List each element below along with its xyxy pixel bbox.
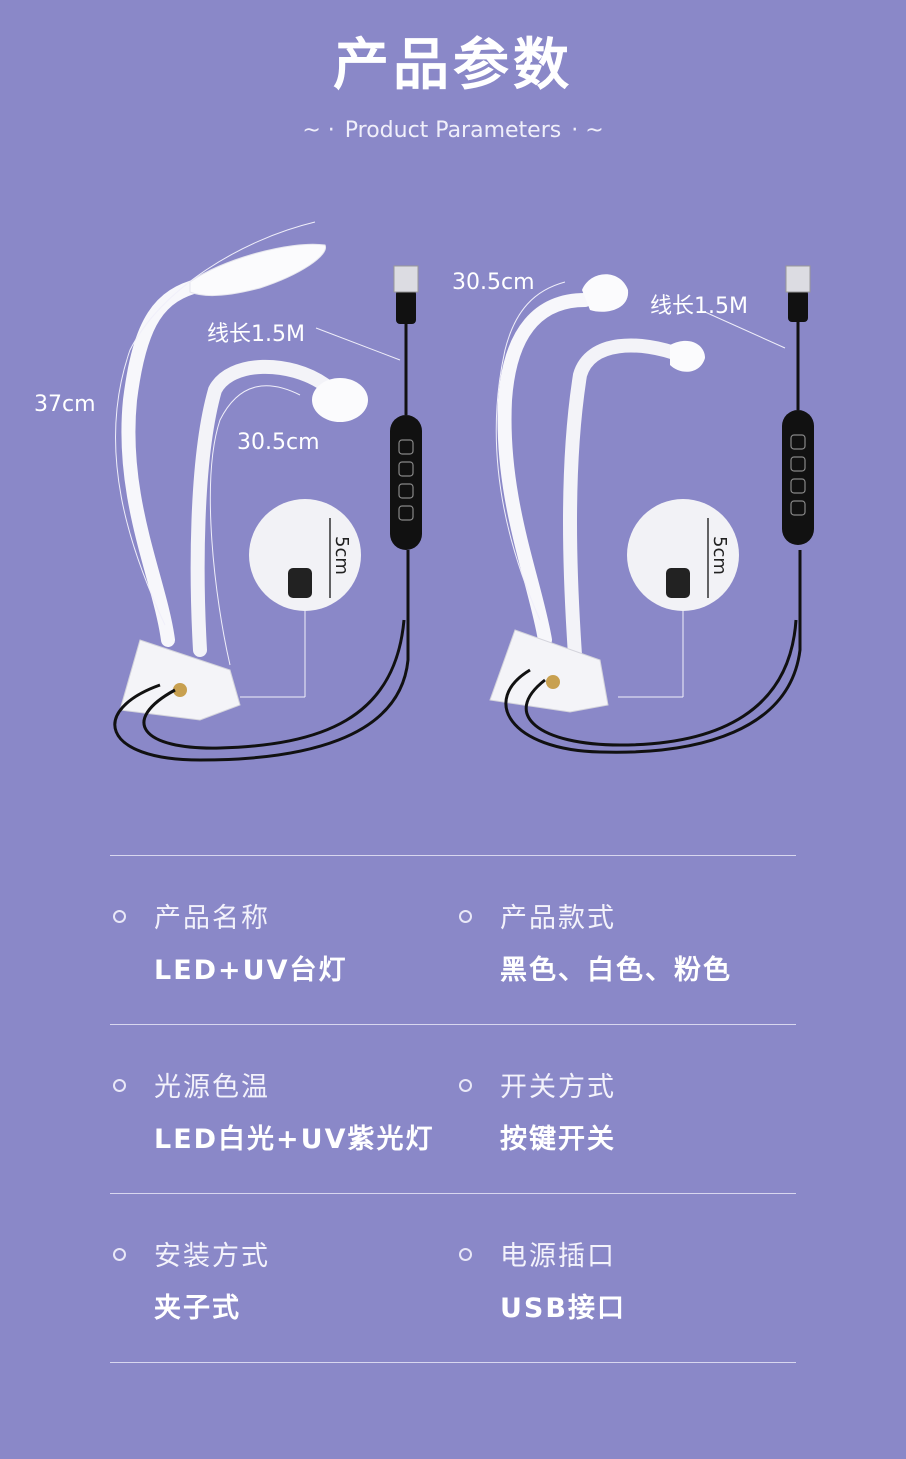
left-lamp bbox=[113, 221, 422, 762]
bullet-icon bbox=[113, 910, 126, 923]
right-lamp bbox=[489, 265, 814, 754]
param-row: 产品名称 LED+UV台灯 产品款式 黑色、白色、粉色 bbox=[110, 855, 796, 1024]
page-subtitle: ~ · Product Parameters · ~ bbox=[0, 118, 906, 143]
param-value: LED+UV台灯 bbox=[154, 955, 348, 986]
param-value: LED白光+UV紫光灯 bbox=[154, 1124, 435, 1155]
right-cable-label: 线长1.5M bbox=[650, 294, 748, 319]
subtitle-text: Product Parameters bbox=[344, 118, 562, 143]
param-label: 产品名称 bbox=[154, 903, 270, 934]
product-figure: 37cm 30.5cm 线长1.5M 5cm 30.5cm 线长1.5M 5cm bbox=[0, 200, 906, 800]
bullet-icon bbox=[459, 910, 472, 923]
bullet-icon bbox=[113, 1248, 126, 1261]
param-value: 按键开关 bbox=[500, 1124, 616, 1155]
subtitle-deco-right: · ~ bbox=[571, 118, 604, 143]
subtitle-deco-left: ~ · bbox=[302, 118, 335, 143]
param-value: 黑色、白色、粉色 bbox=[500, 955, 732, 986]
param-row: 安装方式 夹子式 电源插口 USB接口 bbox=[110, 1193, 796, 1363]
left-clip-label: 5cm bbox=[331, 536, 352, 575]
left-height-label: 37cm bbox=[34, 392, 96, 417]
parameter-table: 产品名称 LED+UV台灯 产品款式 黑色、白色、粉色 光源色温 LED白光+U… bbox=[110, 855, 796, 1363]
param-label: 开关方式 bbox=[500, 1072, 616, 1103]
right-clip-label: 5cm bbox=[709, 536, 730, 575]
param-value: USB接口 bbox=[500, 1293, 626, 1324]
bullet-icon bbox=[459, 1079, 472, 1092]
bullet-icon bbox=[113, 1079, 126, 1092]
right-neck-label: 30.5cm bbox=[452, 270, 535, 295]
left-cable-label: 线长1.5M bbox=[207, 322, 305, 347]
bullet-icon bbox=[459, 1248, 472, 1261]
left-neck-label: 30.5cm bbox=[237, 430, 320, 455]
param-label: 电源插口 bbox=[500, 1241, 616, 1272]
param-label: 产品款式 bbox=[500, 903, 616, 934]
page-title: 产品参数 bbox=[333, 33, 573, 98]
param-label: 光源色温 bbox=[154, 1072, 270, 1103]
param-row: 光源色温 LED白光+UV紫光灯 开关方式 按键开关 bbox=[110, 1024, 796, 1193]
param-value: 夹子式 bbox=[154, 1293, 241, 1324]
param-label: 安装方式 bbox=[154, 1241, 270, 1272]
lamp-illustration bbox=[113, 221, 814, 762]
